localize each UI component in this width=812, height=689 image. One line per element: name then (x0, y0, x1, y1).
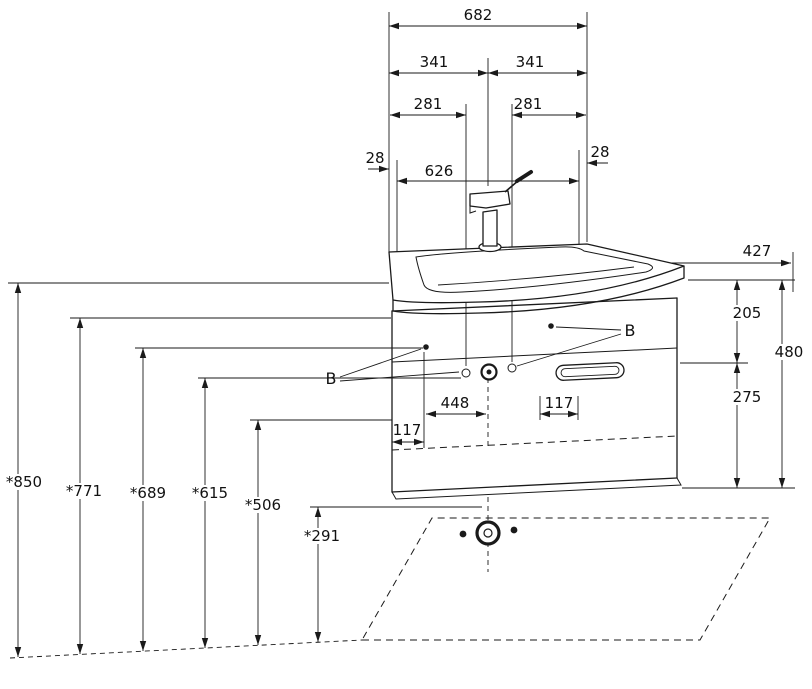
counter-apron (392, 265, 685, 315)
faucet-spout-tip (469, 206, 477, 214)
dim-upper-height: 205 (733, 304, 762, 322)
dim-offset-right: 281 (514, 95, 543, 113)
cabinet (391, 297, 682, 500)
dim-margin-left: 28 (365, 149, 384, 167)
supply-point-right (510, 526, 518, 534)
dim-inner-left: 117 (393, 421, 422, 439)
basin-bowl (415, 246, 653, 293)
dim-height-291: *291 (304, 527, 340, 545)
faucet (469, 170, 533, 253)
dim-height-506: *506 (245, 496, 281, 514)
drain-hole-inner (486, 369, 492, 375)
counter-top (388, 243, 685, 304)
dim-height-771: *771 (66, 482, 102, 500)
label-backgrounds (4, 163, 806, 544)
dim-inner-right: 117 (545, 394, 574, 412)
mount-hole-left (461, 368, 471, 378)
dim-depth: 427 (743, 242, 772, 260)
extension-lines-top (388, 12, 588, 366)
dim-total-height: 480 (775, 343, 804, 361)
dim-height-615: *615 (192, 484, 228, 502)
mount-hole-right (507, 363, 517, 373)
dim-offset-left: 281 (414, 95, 443, 113)
hidden-shelf-line (391, 435, 678, 451)
drawer-handle (555, 362, 625, 381)
faucet-spout (469, 190, 511, 209)
cabinet-bottom-thickness (391, 477, 682, 500)
dim-fixing-span: 448 (441, 394, 470, 412)
dimension-lines-top (368, 22, 608, 185)
floor-projection (361, 497, 771, 641)
supply-point-left (459, 530, 467, 538)
drawer-top-line (391, 347, 678, 363)
dim-margin-right: 28 (590, 143, 609, 161)
marker-b-right: B (625, 321, 636, 340)
dim-height-689: *689 (130, 484, 166, 502)
dimension-lines-inner (392, 352, 579, 450)
dimension-lines-right (589, 252, 795, 489)
faucet-lever-paddle (515, 170, 533, 183)
dim-inner-width: 626 (425, 162, 454, 180)
drain-outlet (459, 520, 518, 546)
fixing-dot-right (548, 323, 554, 329)
dim-overall-width: 682 (464, 6, 493, 24)
dim-half-right: 341 (516, 53, 545, 71)
dim-half-left: 341 (420, 53, 449, 71)
washbasin (388, 243, 685, 315)
dim-lower-height: 275 (733, 388, 762, 406)
fixing-dot-left (423, 344, 429, 350)
dimension-lines-left (8, 282, 482, 659)
dim-height-850: *850 (6, 473, 42, 491)
basin-front-line (437, 266, 635, 286)
leader-lines (339, 326, 622, 382)
dimension-texts: 682 341 341 281 281 28 28 626 427 205 48… (6, 6, 803, 545)
faucet-body (482, 209, 498, 247)
marker-b-left: B (326, 369, 337, 388)
